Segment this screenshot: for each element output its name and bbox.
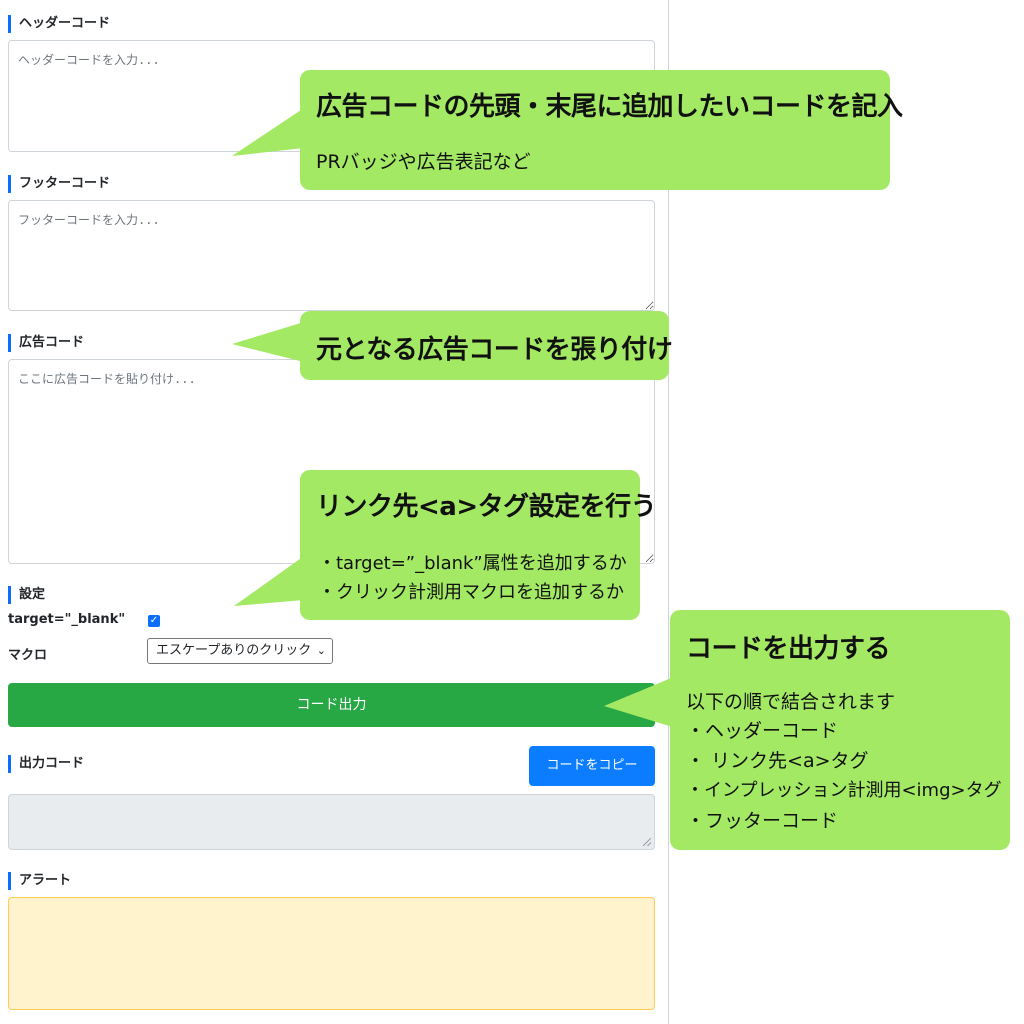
callout-link-line1: ・target=”_blank”属性を追加するか [318, 553, 627, 574]
callout-link-tail [234, 556, 304, 606]
callout-output-item1: ・ヘッダーコード [686, 720, 839, 742]
callout-output-item2: ・ リンク先<a>タグ [686, 750, 869, 772]
footer-code-label: フッターコード [8, 175, 110, 193]
callout-output-item3: ・インプレッション計測用<img>タグ [686, 780, 1002, 801]
output-code-label: 出力コード [8, 755, 84, 773]
callout-header-footer-tail [232, 108, 304, 156]
macro-label: マクロ [8, 648, 48, 663]
footer-code-input[interactable] [8, 200, 655, 311]
check-icon: ✓ [149, 615, 159, 626]
generate-code-button[interactable]: コード出力 [8, 683, 655, 727]
chevron-down-icon: ⌄ [316, 644, 326, 657]
settings-label: 設定 [8, 586, 45, 604]
callout-link: リンク先<a>タグ設定を行う ・target=”_blank”属性を追加するか … [300, 470, 657, 620]
callout-ad-code-title: 元となる広告コードを張り付け [316, 335, 673, 365]
callout-output-tail [604, 676, 676, 728]
output-code-field[interactable] [8, 794, 655, 850]
copy-code-button[interactable]: コードをコピー [529, 746, 655, 786]
callout-ad-code: 元となる広告コードを張り付け [300, 311, 673, 380]
macro-select[interactable]: エスケープありのクリック ⌄ [147, 638, 333, 664]
callout-ad-code-tail [232, 322, 304, 362]
callout-output: コードを出力する 以下の順で結合されます ・ヘッダーコード ・ リンク先<a>タ… [670, 610, 1010, 850]
callout-output-item4: ・フッターコード [686, 810, 839, 832]
callout-output-title: コードを出力する [686, 634, 891, 664]
callout-header-footer: 広告コードの先頭・末尾に追加したいコードを記入 PRバッジや広告表記など [300, 70, 903, 190]
callout-link-title: リンク先<a>タグ設定を行う [316, 492, 657, 522]
resize-grip-icon[interactable] [643, 838, 651, 846]
callout-output-intro: 以下の順で結合されます [686, 691, 896, 713]
alert-box [8, 897, 655, 1010]
alert-label: アラート [8, 872, 71, 890]
target-blank-checkbox[interactable]: ✓ [148, 615, 160, 627]
target-blank-label: target="_blank" [8, 612, 126, 627]
callout-link-line2: ・クリック計測用マクロを追加するか [318, 582, 624, 603]
header-code-label: ヘッダーコード [8, 15, 110, 33]
macro-select-value: エスケープありのクリック [156, 643, 312, 658]
callout-header-footer-sub: PRバッジや広告表記など [316, 151, 531, 173]
ad-code-label: 広告コード [8, 334, 84, 352]
callout-header-footer-title: 広告コードの先頭・末尾に追加したいコードを記入 [316, 92, 903, 122]
